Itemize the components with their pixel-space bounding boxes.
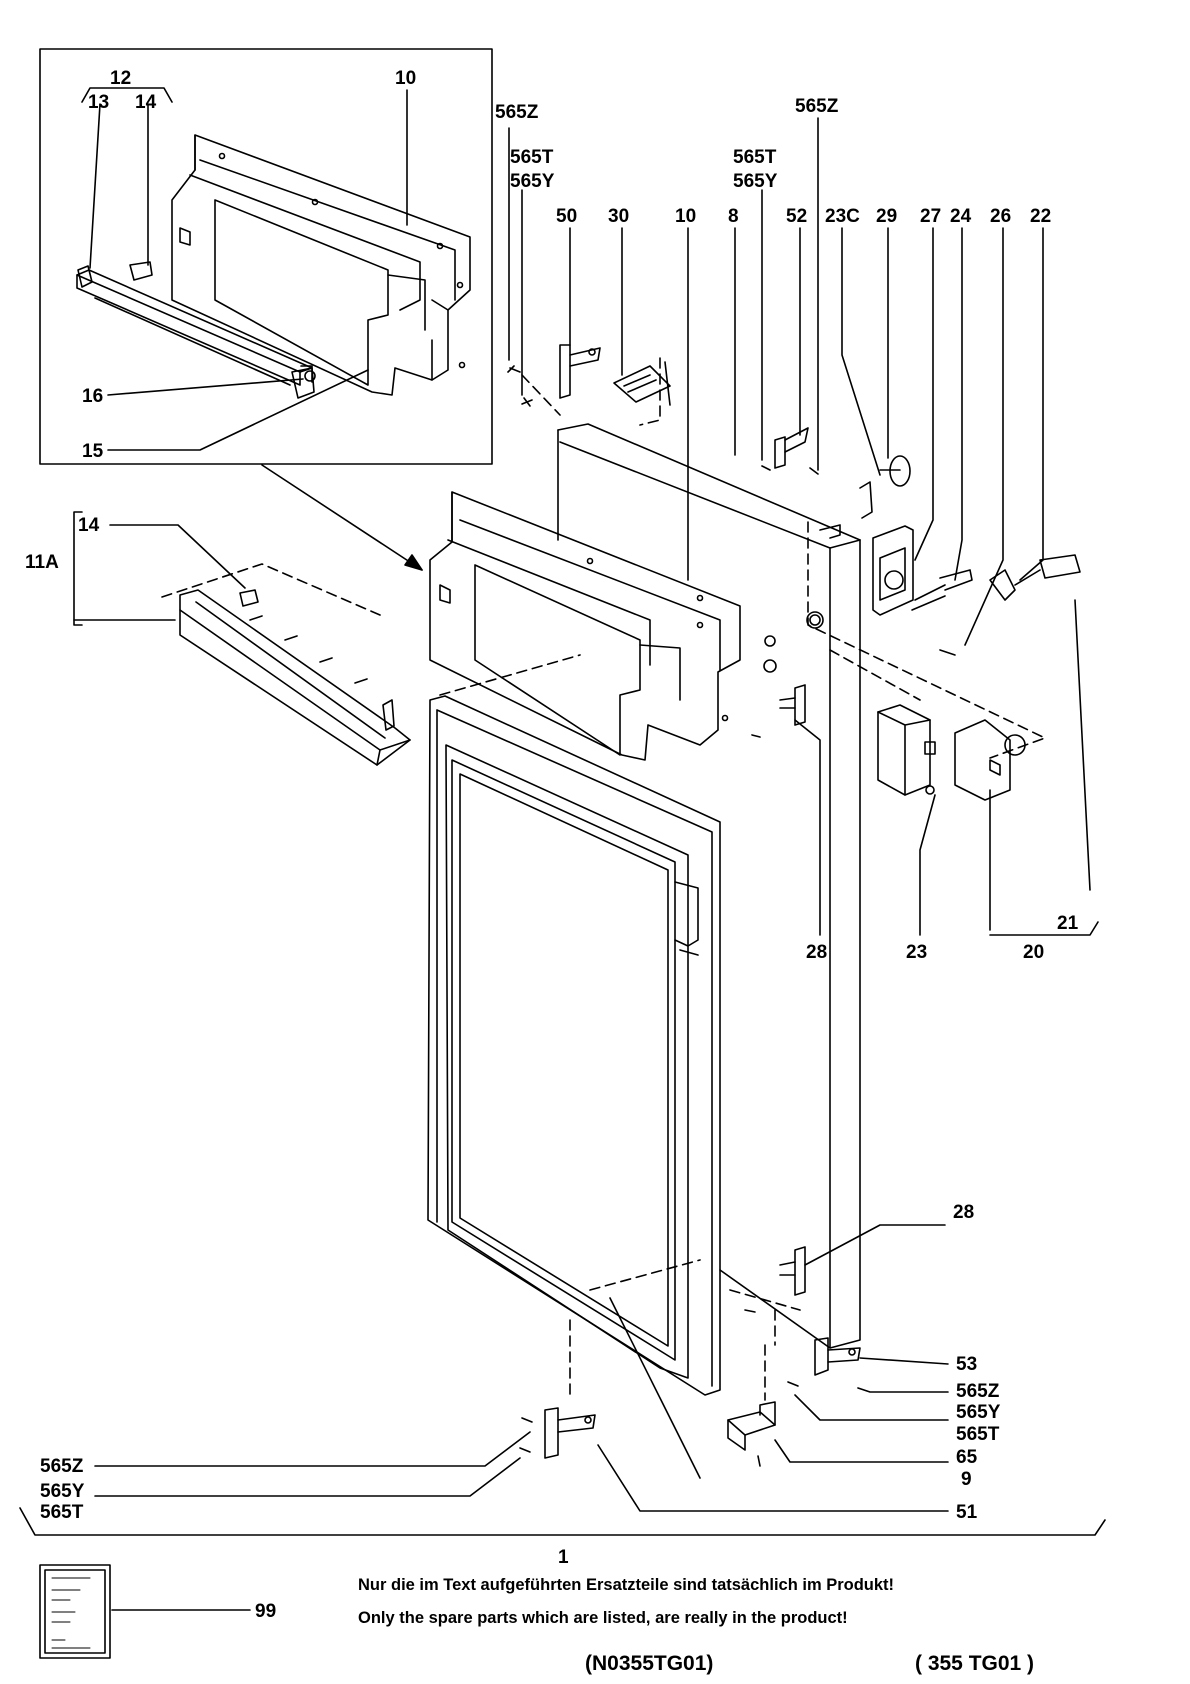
leader-23 [919,794,936,936]
leader-26 [964,227,1004,646]
callout-29: 29 [876,206,897,227]
callout-26: 26 [990,206,1011,227]
bracket-20 [989,921,1099,936]
bracket-1 [19,1507,1106,1536]
callout-53: 53 [956,1354,977,1375]
leader-23c [841,227,881,476]
callout-565t-bottom-left: 565T [40,1502,84,1523]
callout-10-inset: 10 [395,68,416,89]
callout-24: 24 [950,206,972,227]
callout-565z-bottom-left: 565Z [40,1456,84,1477]
callout-565t-top-right: 565T [733,147,777,168]
callout-565y-top-right: 565Y [733,171,778,192]
hinge-28-upper [751,684,806,738]
callout-14-inset: 14 [135,92,157,113]
inset-retaining-bar [76,261,316,399]
part-65 [727,1401,776,1467]
leader-24 [954,227,963,581]
callout-27: 27 [920,206,941,227]
callout-20: 20 [1023,942,1044,963]
callout-9: 9 [961,1469,972,1490]
callout-14: 14 [78,515,100,536]
callout-23: 23 [906,942,927,963]
leader-28b [804,1224,946,1266]
leader-51 [597,1444,949,1512]
footer-note-english: Only the spare parts which are listed, a… [358,1609,848,1627]
leader-22 [1019,227,1044,581]
callout-28-upper: 28 [806,942,827,963]
callout-8: 8 [728,206,739,227]
callout-565z-top-left: 565Z [495,102,539,123]
callout-28-lower: 28 [953,1202,974,1223]
callout-565y-bottom-right: 565Y [956,1402,1001,1423]
model-code: ( 355 TG01 ) [915,1652,1035,1675]
leader-53 [859,1357,949,1365]
alignment-lines [161,357,1046,1401]
callout-15: 15 [82,441,104,462]
callout-565t-bottom-right: 565T [956,1424,1000,1445]
manual-booklet-99 [39,1564,111,1659]
leader-13 [89,103,101,269]
callout-10: 10 [675,206,696,227]
leader-27 [914,227,934,561]
inset-door-bin [171,134,471,396]
callout-22: 22 [1030,206,1051,227]
inset-pointer [261,464,423,571]
footer-note-german: Nur die im Text aufgeführten Ersatzteile… [358,1576,895,1594]
leader-565z-c [857,1387,949,1393]
leader-565y-c [794,1394,949,1421]
callout-565t-top-left: 565T [510,147,554,168]
lock-assembly [859,455,1081,656]
callout-16: 16 [82,386,103,407]
hinge-53 [787,1337,861,1387]
callout-23c: 23C [825,206,860,227]
hinge-28-lower [744,1246,806,1313]
door-liner [427,695,721,1479]
callout-52: 52 [786,206,807,227]
door-bin [429,491,741,761]
hinge-51 [519,1407,596,1459]
callout-565z-bottom-right: 565Z [956,1381,1000,1402]
detail-inset-frame [39,48,493,465]
bracket-11a [73,511,83,626]
callout-565y-bottom-left: 565Y [40,1481,85,1502]
hinge-top-50 [507,344,601,407]
leader-28a [794,719,821,936]
callout-13: 13 [88,92,109,113]
leader-65 [774,1439,949,1463]
callout-51: 51 [956,1502,978,1523]
drawing-code: (N0355TG01) [585,1652,714,1675]
latch-body [877,704,1026,801]
leader-15 [107,369,369,451]
callout-50: 50 [556,206,577,227]
callout-21: 21 [1057,913,1079,934]
callout-565z-top-right: 565Z [795,96,839,117]
callout-1: 1 [558,1547,569,1568]
callout-565y-top-left: 565Y [510,171,555,192]
callout-11a: 11A [25,552,59,573]
bracket-12 [81,87,173,103]
logo-plate-30 [613,361,671,406]
callout-12: 12 [110,68,131,89]
bracket-21 [1074,599,1091,891]
callout-65: 65 [956,1447,978,1468]
leader-565y-d [94,1457,521,1497]
bottle-bar [179,589,411,766]
hinge-52 [761,427,819,475]
callout-30: 30 [608,206,629,227]
leader-11a-14 [109,524,246,589]
leader-16 [107,378,304,396]
callout-99: 99 [255,1601,276,1622]
door-panel [557,423,861,1349]
leader-565z-d [94,1431,531,1467]
